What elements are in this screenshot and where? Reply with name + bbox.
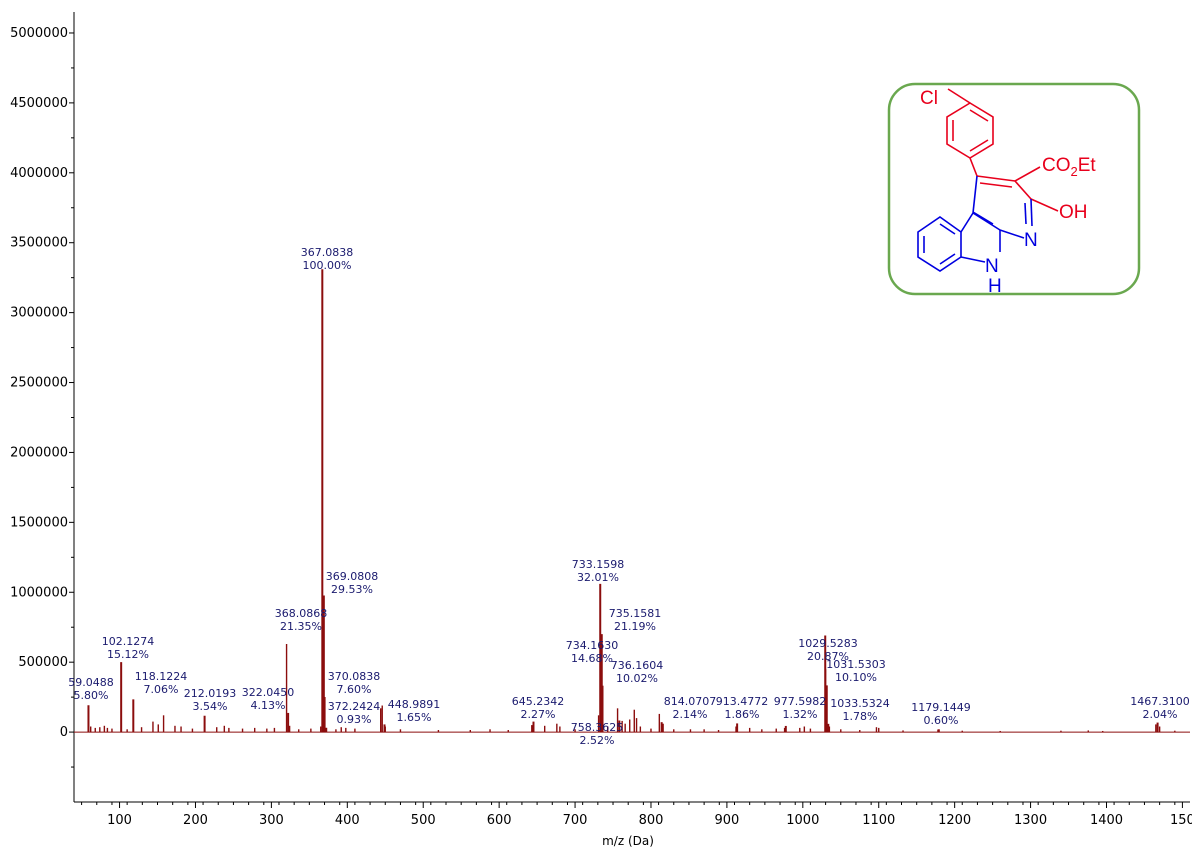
peak-percent-label: 5.80%	[74, 689, 109, 702]
peak-mz-label: 118.1224	[135, 670, 188, 683]
peak-percent-label: 15.12%	[107, 648, 149, 661]
peak-percent-label: 2.52%	[580, 734, 615, 747]
x-tick-label: 300	[259, 813, 284, 828]
peak-mz-label: 368.0868	[275, 607, 328, 620]
peak-mz-label: 370.0838	[328, 670, 381, 683]
y-tick-label: 500000	[18, 655, 68, 670]
peak-percent-label: 1.78%	[843, 710, 878, 723]
peak-mz-label: 645.2342	[512, 695, 565, 708]
atom-label-co: CO	[1042, 155, 1071, 176]
peak-percent-label: 10.02%	[616, 672, 658, 685]
peak-mz-label: 758.3625	[571, 721, 624, 734]
x-tick-label: 100	[107, 813, 132, 828]
peak-mz-label: 372.2424	[328, 700, 381, 713]
peak-percent-label: 21.19%	[614, 620, 656, 633]
peak-percent-label: 29.53%	[331, 583, 373, 596]
peak-mz-label: 735.1581	[609, 607, 662, 620]
y-tick-label: 0	[60, 725, 68, 740]
peak-percent-label: 3.54%	[193, 700, 228, 713]
peak-mz-label: 734.1630	[566, 639, 619, 652]
peak-mz-label: 913.4772	[716, 695, 769, 708]
x-tick-label: 200	[183, 813, 208, 828]
peak-mz-label: 322.0450	[242, 686, 295, 699]
peak-mz-label: 59.0488	[68, 676, 114, 689]
x-tick-label: 600	[487, 813, 512, 828]
peak-mz-label: 1467.3100	[1130, 695, 1190, 708]
peak-mz-label: 814.0707	[664, 695, 717, 708]
x-axis-ticks: 100 200 300 400 500 600 700 800 900 1000 1100 1200 1…	[81, 802, 1192, 828]
x-tick-label: 900	[714, 813, 739, 828]
chlorophenyl-ring	[946, 88, 994, 177]
peak-percent-label: 21.35%	[280, 620, 322, 633]
peak-percent-label: 1.86%	[725, 708, 760, 721]
y-tick-label: 3000000	[10, 306, 68, 321]
peak-percent-label: 2.27%	[521, 708, 556, 721]
peak-percent-label: 1.65%	[397, 711, 432, 724]
peak-percent-label: 20.87%	[807, 650, 849, 663]
peak-percent-label: 4.13%	[251, 699, 286, 712]
y-tick-label: 2000000	[10, 445, 68, 460]
atom-label-n-indole: N	[985, 256, 999, 277]
peak-percent-label: 10.10%	[835, 671, 877, 684]
x-tick-label: 1100	[862, 813, 895, 828]
x-tick-label: 1000	[786, 813, 819, 828]
peak-percent-label: 1.32%	[783, 708, 818, 721]
peak-mz-label: 977.5982	[774, 695, 827, 708]
peak-percent-label: 2.14%	[673, 708, 708, 721]
chemical-structure-inset: Cl N N H CO2Et O	[887, 82, 1141, 297]
pyridine-ring	[972, 166, 1059, 239]
peak-mz-label: 736.1604	[611, 659, 664, 672]
chart-axes	[73, 12, 1190, 803]
y-tick-label: 1500000	[10, 515, 68, 530]
atom-label-cl: Cl	[920, 88, 938, 109]
peak-percent-label: 0.93%	[337, 713, 372, 726]
peak-mz-label: 1179.1449	[911, 701, 971, 714]
peak-percent-label: 100.00%	[303, 259, 352, 272]
atom-label-h-indole: H	[988, 276, 1002, 297]
peak-mz-label: 212.0193	[184, 687, 237, 700]
y-axis-ticks: 0 500000 1000000 1500000 2000000 2500000 30000…	[10, 26, 74, 768]
y-tick-label: 4000000	[10, 166, 68, 181]
peak-mz-label: 102.1274	[102, 635, 155, 648]
peak-percent-label: 14.68%	[571, 652, 613, 665]
atom-label-et: Et	[1078, 155, 1097, 176]
peak-mz-label: 367.0838	[301, 246, 354, 259]
y-tick-label: 2500000	[10, 376, 68, 391]
x-tick-label: 1400	[1090, 813, 1123, 828]
x-tick-label: 150	[1170, 813, 1192, 828]
indole-rings	[917, 212, 1001, 272]
peak-percent-label: 7.60%	[337, 683, 372, 696]
y-tick-label: 5000000	[10, 26, 68, 41]
y-tick-label: 4500000	[10, 96, 68, 111]
y-tick-label: 1000000	[10, 585, 68, 600]
x-tick-label: 700	[563, 813, 588, 828]
peak-percent-label: 0.60%	[924, 714, 959, 727]
atom-label-co-subscript: 2	[1071, 164, 1078, 179]
x-tick-label: 1200	[938, 813, 971, 828]
peak-percent-label: 2.04%	[1143, 708, 1178, 721]
x-tick-label: 400	[335, 813, 360, 828]
y-tick-label: 3500000	[10, 236, 68, 251]
peak-percent-label: 32.01%	[577, 571, 619, 584]
peak-mz-label: 1033.5324	[830, 697, 890, 710]
peak-mz-label: 369.0808	[326, 570, 379, 583]
peak-mz-label: 448.9891	[388, 698, 441, 711]
x-tick-label: 800	[639, 813, 664, 828]
atom-label-oh: OH	[1059, 202, 1088, 223]
atom-label-co2et: CO2Et	[1042, 155, 1096, 179]
peak-percent-label: 7.06%	[144, 683, 179, 696]
atom-label-n-pyridine: N	[1024, 230, 1038, 251]
peak-mz-label: 733.1598	[572, 558, 625, 571]
spectrum-bars	[87, 269, 1176, 733]
x-tick-label: 1300	[1014, 813, 1047, 828]
structure-frame	[887, 82, 1141, 296]
x-tick-label: 500	[411, 813, 436, 828]
peak-mz-label: 1029.5283	[798, 637, 858, 650]
peak-mz-label: 1031.5303	[826, 658, 886, 671]
x-axis-title: m/z (Da)	[602, 834, 654, 848]
